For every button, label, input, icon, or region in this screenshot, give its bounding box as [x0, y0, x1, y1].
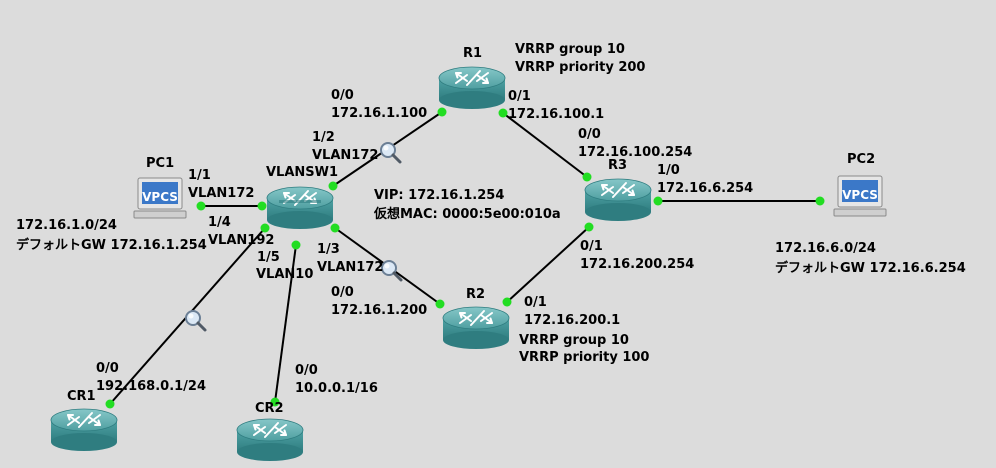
pc1-name: PC1 — [146, 156, 175, 171]
vpcs-pc-icon[interactable]: VPCS — [133, 177, 187, 219]
r2-if01-ip: 172.16.200.1 — [524, 313, 621, 328]
sw-port12-vlan: VLAN172 — [312, 148, 379, 163]
cr2-name: CR2 — [255, 401, 284, 416]
port-endpoint[interactable] — [498, 108, 508, 118]
r2-if00-port: 0/0 — [331, 285, 354, 300]
port-endpoint[interactable] — [502, 297, 512, 307]
r1-if00-port: 0/0 — [331, 88, 354, 103]
port-endpoint[interactable] — [435, 299, 445, 309]
r3-name: R3 — [608, 158, 628, 173]
router-icon[interactable] — [50, 408, 118, 452]
r3-if00-ip: 172.16.100.254 — [578, 145, 693, 160]
port-endpoint[interactable] — [291, 240, 301, 250]
port-endpoint[interactable] — [582, 172, 592, 182]
port-endpoint[interactable] — [196, 201, 206, 211]
r3-if01-ip: 172.16.200.254 — [580, 257, 695, 272]
port-endpoint[interactable] — [815, 196, 825, 206]
cr2-if00-ip: 10.0.0.1/16 — [295, 381, 378, 396]
port-endpoint[interactable] — [328, 181, 338, 191]
r1-vrrp-priority: VRRP priority 200 — [515, 60, 646, 75]
r2-name: R2 — [466, 287, 486, 302]
port-endpoint[interactable] — [330, 223, 340, 233]
router-icon[interactable] — [236, 418, 304, 462]
pc2-network: 172.16.6.0/24 — [775, 241, 876, 256]
router-icon[interactable] — [442, 306, 510, 350]
r1-if01-port: 0/1 — [508, 89, 531, 104]
port-endpoint[interactable] — [653, 196, 663, 206]
sw-port15-vlan: VLAN10 — [256, 267, 314, 282]
cr1-if00-ip: 192.168.0.1/24 — [96, 379, 207, 394]
sw-port11: 1/1 — [188, 168, 211, 183]
sw-port14-vlan: VLAN192 — [208, 233, 275, 248]
router-icon[interactable] — [438, 66, 506, 110]
cr2-if00-port: 0/0 — [295, 363, 318, 378]
r3-if10-port: 1/0 — [657, 163, 680, 178]
sw-port13-vlan: VLAN172 — [317, 260, 384, 275]
r3-if01-port: 0/1 — [580, 239, 603, 254]
cr1-if00-port: 0/0 — [96, 361, 119, 376]
port-endpoint[interactable] — [437, 107, 447, 117]
sw-port13: 1/3 — [317, 242, 340, 257]
vrrp-virtual-mac: 仮想MAC: 0000:5e00:010a — [374, 207, 561, 222]
vrrp-vip: VIP: 172.16.1.254 — [374, 188, 505, 203]
r2-vrrp-group: VRRP group 10 — [519, 333, 629, 348]
pc1-network: 172.16.1.0/24 — [16, 218, 117, 233]
vpcs-pc-icon[interactable]: VPCS — [833, 175, 887, 217]
pc2-name: PC2 — [847, 152, 876, 167]
r1-name: R1 — [463, 46, 483, 61]
packet-capture-icon[interactable] — [379, 141, 402, 164]
r2-vrrp-priority: VRRP priority 100 — [519, 350, 650, 365]
r1-if01-ip: 172.16.100.1 — [508, 107, 605, 122]
link-r3-r2[interactable] — [506, 226, 590, 303]
sw-port14: 1/4 — [208, 215, 231, 230]
port-endpoint[interactable] — [270, 397, 280, 407]
r3-if00-port: 0/0 — [578, 127, 601, 142]
packet-capture-icon[interactable] — [380, 259, 403, 282]
pc2-gateway: デフォルトGW 172.16.6.254 — [775, 261, 966, 276]
link-sw-cr2[interactable] — [274, 244, 297, 403]
pc1-badge: VPCS — [142, 190, 178, 204]
r2-if01-port: 0/1 — [524, 295, 547, 310]
port-endpoint[interactable] — [260, 223, 270, 233]
sw-port15: 1/5 — [257, 250, 280, 265]
r2-if00-ip: 172.16.1.200 — [331, 303, 428, 318]
router-icon[interactable] — [584, 178, 652, 222]
r1-vrrp-group: VRRP group 10 — [515, 42, 625, 57]
r1-if00-ip: 172.16.1.100 — [331, 106, 428, 121]
vlansw1-name: VLANSW1 — [266, 165, 339, 180]
port-endpoint[interactable] — [584, 222, 594, 232]
pc1-gateway: デフォルトGW 172.16.1.254 — [16, 238, 207, 253]
pc2-badge: VPCS — [842, 188, 878, 202]
sw-port11-vlan: VLAN172 — [188, 186, 255, 201]
sw-port12: 1/2 — [312, 130, 335, 145]
port-endpoint[interactable] — [105, 399, 115, 409]
cr1-name: CR1 — [67, 389, 96, 404]
port-endpoint[interactable] — [257, 201, 267, 211]
r3-if10-ip: 172.16.6.254 — [657, 181, 754, 196]
switch-icon[interactable] — [266, 186, 334, 230]
packet-capture-icon[interactable] — [184, 309, 207, 332]
link-r1-r3[interactable] — [502, 112, 588, 178]
